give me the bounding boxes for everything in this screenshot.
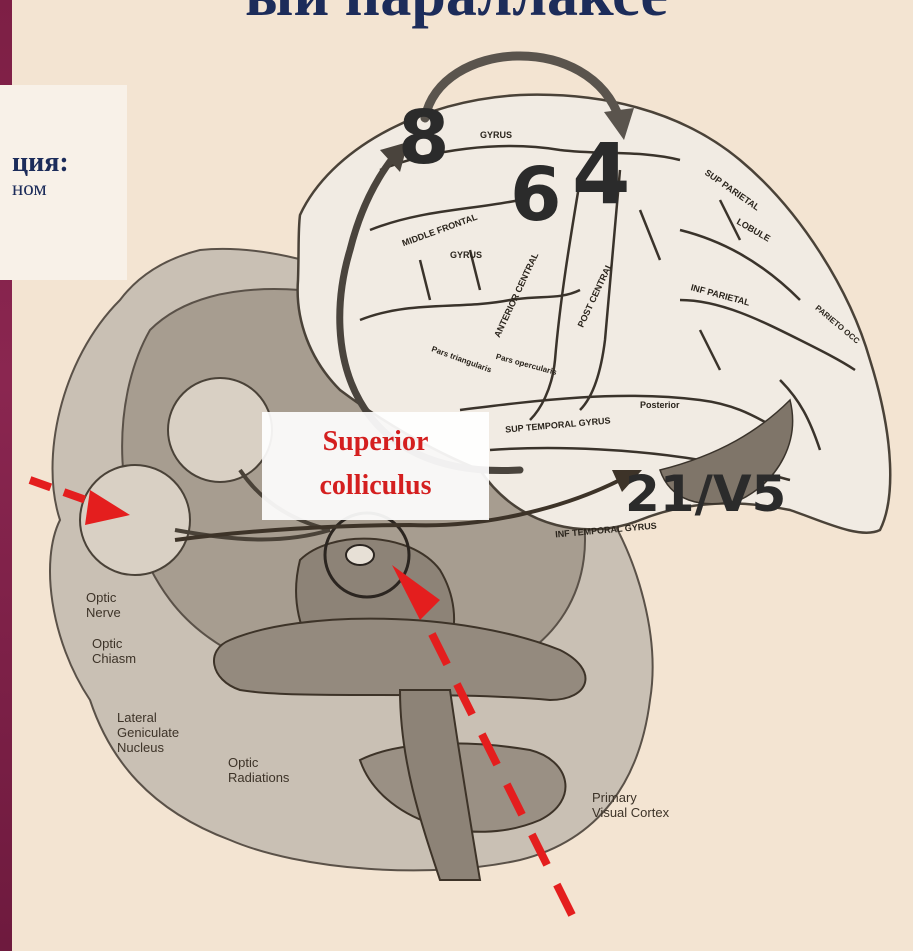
callout-line-1: Superior [262,426,489,458]
label-optic-radiations: Optic Radiations [228,755,289,785]
area-8-label: 8 [398,95,450,181]
area-21-v5-label: 21/V5 [625,465,786,523]
callout-line-2: colliculus [262,470,489,502]
slide-title: ый параллаксе [0,0,913,31]
brain-label-gyrus-top: GYRUS [480,130,512,140]
label-optic-nerve: Optic Nerve [86,590,121,620]
colliculus-nucleus [346,545,374,565]
label-lgn: Lateral Geniculate Nucleus [117,710,179,755]
eye-upper [168,378,272,482]
panel-body: ном [12,176,47,201]
label-optic-chiasm: Optic Chiasm [92,636,136,666]
brain-label-gyrus-mid: GYRUS [450,250,482,260]
area-6-label: 6 [510,152,562,238]
panel-heading: ция: [12,147,69,179]
label-primary-visual-cortex: Primary Visual Cortex [592,790,669,820]
area-4-label: 4 [572,125,630,223]
brain-label-posterior: Posterior [640,400,680,410]
